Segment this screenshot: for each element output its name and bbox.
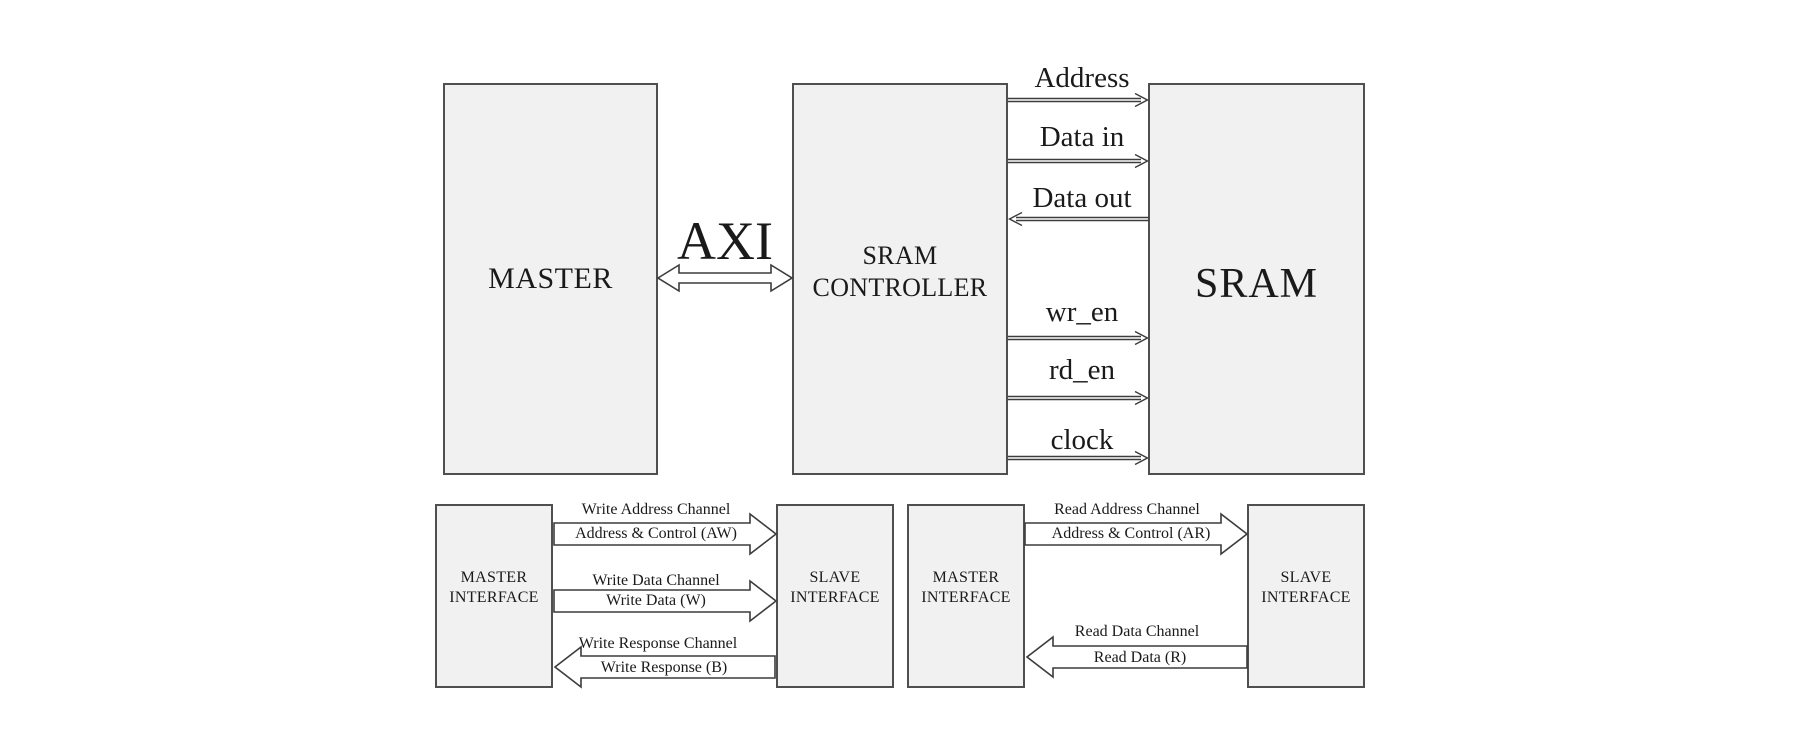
read-slave-interface-label: SLAVE INTERFACE <box>1261 568 1351 608</box>
master-label: MASTER <box>488 262 613 295</box>
signal-label-data-out: Data out <box>1032 182 1132 214</box>
signal-arrow-clock-right-icon <box>1008 450 1149 466</box>
write-master-interface-label-line1: MASTER <box>460 569 528 586</box>
write-data-signal-label: Write Data (W) <box>606 592 706 609</box>
axi-label: AXI <box>677 211 773 271</box>
sram-controller-label: SRAM CONTROLLER <box>813 240 988 304</box>
read-data-channel-label: Read Data Channel <box>1074 623 1200 640</box>
write-address-signal-label: Address & Control (AW) <box>575 525 737 542</box>
write-master-interface-block: MASTER INTERFACE <box>435 504 553 688</box>
write-address-channel-label: Write Address Channel <box>581 501 731 518</box>
sram-controller-label-line2: CONTROLLER <box>812 273 988 302</box>
signal-label-data-in: Data in <box>1039 121 1125 153</box>
signal-arrow-rd-en-right-icon <box>1008 390 1149 406</box>
write-slave-interface-block: SLAVE INTERFACE <box>776 504 894 688</box>
axi-bidirectional-arrow-icon <box>657 263 793 293</box>
write-address-arrow-right-icon <box>553 512 777 556</box>
write-slave-interface-label-line2: INTERFACE <box>790 589 880 606</box>
read-master-interface-label: MASTER INTERFACE <box>921 568 1011 608</box>
signal-label-address: Address <box>1034 62 1130 94</box>
write-response-signal-label: Write Response (B) <box>600 659 728 676</box>
write-master-interface-label: MASTER INTERFACE <box>449 568 539 608</box>
master-block: MASTER <box>443 83 658 475</box>
read-data-arrow-left-icon <box>1026 635 1248 679</box>
read-slave-interface-label-line2: INTERFACE <box>1261 589 1351 606</box>
read-master-interface-label-line2: INTERFACE <box>921 589 1011 606</box>
signal-arrow-data-in-right-icon <box>1008 153 1149 169</box>
read-address-channel-label: Read Address Channel <box>1054 501 1200 518</box>
signal-label-rd-en: rd_en <box>1048 354 1116 386</box>
write-response-arrow-left-icon <box>554 645 776 689</box>
write-slave-interface-label-line1: SLAVE <box>809 569 861 586</box>
read-master-interface-label-line1: MASTER <box>932 569 1000 586</box>
write-master-interface-label-line2: INTERFACE <box>449 589 539 606</box>
read-address-signal-label: Address & Control (AR) <box>1051 525 1211 542</box>
read-slave-interface-label-line1: SLAVE <box>1280 569 1332 586</box>
write-data-arrow-right-icon <box>553 579 777 623</box>
read-slave-interface-block: SLAVE INTERFACE <box>1247 504 1365 688</box>
signal-arrow-address-right-icon <box>1008 92 1149 108</box>
signal-arrow-data-out-left-icon <box>1008 211 1149 227</box>
sram-block: SRAM <box>1148 83 1365 475</box>
read-data-signal-label: Read Data (R) <box>1093 649 1187 666</box>
write-data-channel-label: Write Data Channel <box>592 572 720 589</box>
write-slave-interface-label: SLAVE INTERFACE <box>790 568 880 608</box>
read-master-interface-block: MASTER INTERFACE <box>907 504 1025 688</box>
signal-label-wr-en: wr_en <box>1045 296 1119 328</box>
sram-label: SRAM <box>1194 261 1319 307</box>
sram-controller-label-line1: SRAM <box>862 241 938 270</box>
write-response-channel-label: Write Response Channel <box>578 635 738 652</box>
signal-label-clock: clock <box>1050 424 1114 456</box>
read-address-arrow-right-icon <box>1024 512 1248 556</box>
signal-arrow-wr-en-right-icon <box>1008 330 1149 346</box>
sram-controller-block: SRAM CONTROLLER <box>792 83 1008 475</box>
